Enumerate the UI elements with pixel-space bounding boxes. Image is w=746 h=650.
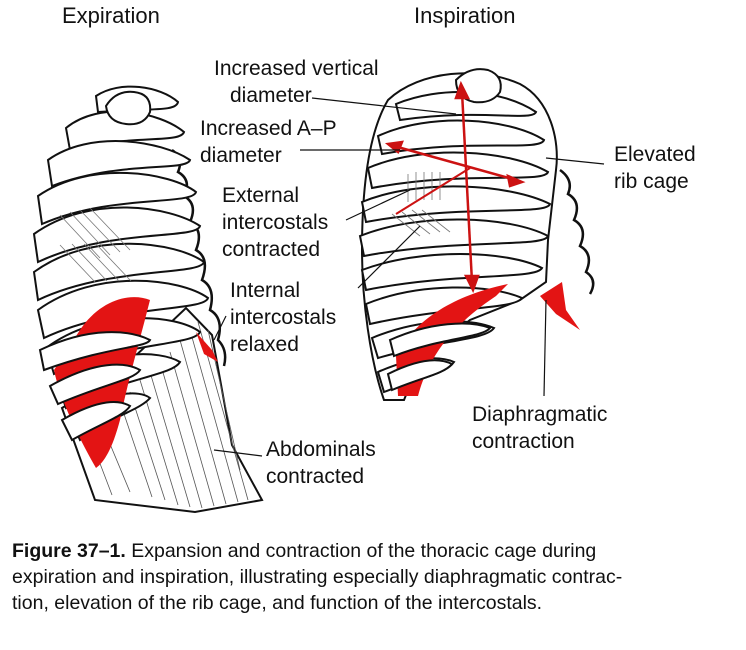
label-line: Internal	[230, 279, 301, 302]
label-line: rib cage	[614, 170, 689, 193]
leader-internal	[357, 225, 421, 289]
leader-internal-left	[213, 315, 227, 341]
inspiration-rib-overlay	[386, 322, 492, 392]
label-external-intercostals: External intercostals contracted	[222, 182, 328, 263]
inspiration-thorax	[358, 68, 595, 401]
label-line: contracted	[266, 465, 365, 488]
expiration-vertebra-top	[104, 90, 152, 126]
label-elevated-rib-cage: Elevated rib cage	[614, 141, 696, 195]
label-line: Increased vertical	[214, 57, 379, 80]
heading-inspiration: Inspiration	[414, 3, 516, 28]
caption-line: tion, elevation of the rib cage, and fun…	[12, 592, 543, 614]
leader-lines	[213, 97, 605, 457]
thoracic-cage-figure	[32, 68, 605, 514]
leader-elevated	[545, 157, 605, 165]
label-diaphragmatic-contraction: Diaphragmatic contraction	[472, 401, 607, 455]
expiration-side-red	[196, 332, 218, 362]
leader-diaphragmatic	[543, 299, 547, 397]
figure-number: Figure 37–1.	[12, 540, 126, 562]
leader-abdominals	[213, 449, 263, 457]
expiration-intercostal-hatching	[59, 207, 132, 283]
label-increased-vertical: Increased vertical diameter	[214, 55, 379, 109]
diameter-arrows	[384, 80, 526, 294]
inspiration-intercostal-hatching	[391, 172, 451, 237]
leader-external	[345, 189, 411, 221]
label-abdominals: Abdominals contracted	[266, 436, 376, 490]
label-line: intercostals	[230, 306, 337, 329]
expiration-rib-overlay	[38, 331, 152, 442]
label-internal-intercostals: Internal intercostals relaxed	[230, 277, 336, 358]
heading-expiration: Expiration	[62, 3, 160, 28]
label-line: contracted	[222, 238, 321, 261]
label-increased-ap: Increased A–P diameter	[200, 115, 337, 169]
label-line: Diaphragmatic	[472, 403, 608, 426]
label-line: External	[222, 184, 300, 207]
ap-diameter-arrow	[393, 144, 517, 182]
label-line: diameter	[200, 144, 282, 167]
vertical-diameter-arrow	[460, 91, 474, 283]
label-line: Abdominals	[266, 438, 376, 461]
label-line: Elevated	[614, 143, 696, 166]
inspiration-spine	[559, 168, 595, 295]
label-line: intercostals	[222, 211, 329, 234]
inspiration-diaphragm-tip-red	[540, 282, 580, 330]
caption-line: expiration and inspiration, illustrating…	[12, 566, 623, 588]
label-line: relaxed	[230, 333, 299, 356]
label-line: contraction	[472, 430, 575, 453]
figure-caption: Figure 37–1. Expansion and contraction o…	[12, 538, 738, 616]
label-line: diameter	[230, 84, 312, 107]
leader-vertical	[311, 97, 457, 115]
inspiration-ribs	[358, 91, 552, 394]
caption-line: Expansion and contraction of the thoraci…	[125, 540, 597, 562]
label-line: Increased A–P	[200, 117, 337, 140]
expiration-thorax	[32, 85, 264, 514]
